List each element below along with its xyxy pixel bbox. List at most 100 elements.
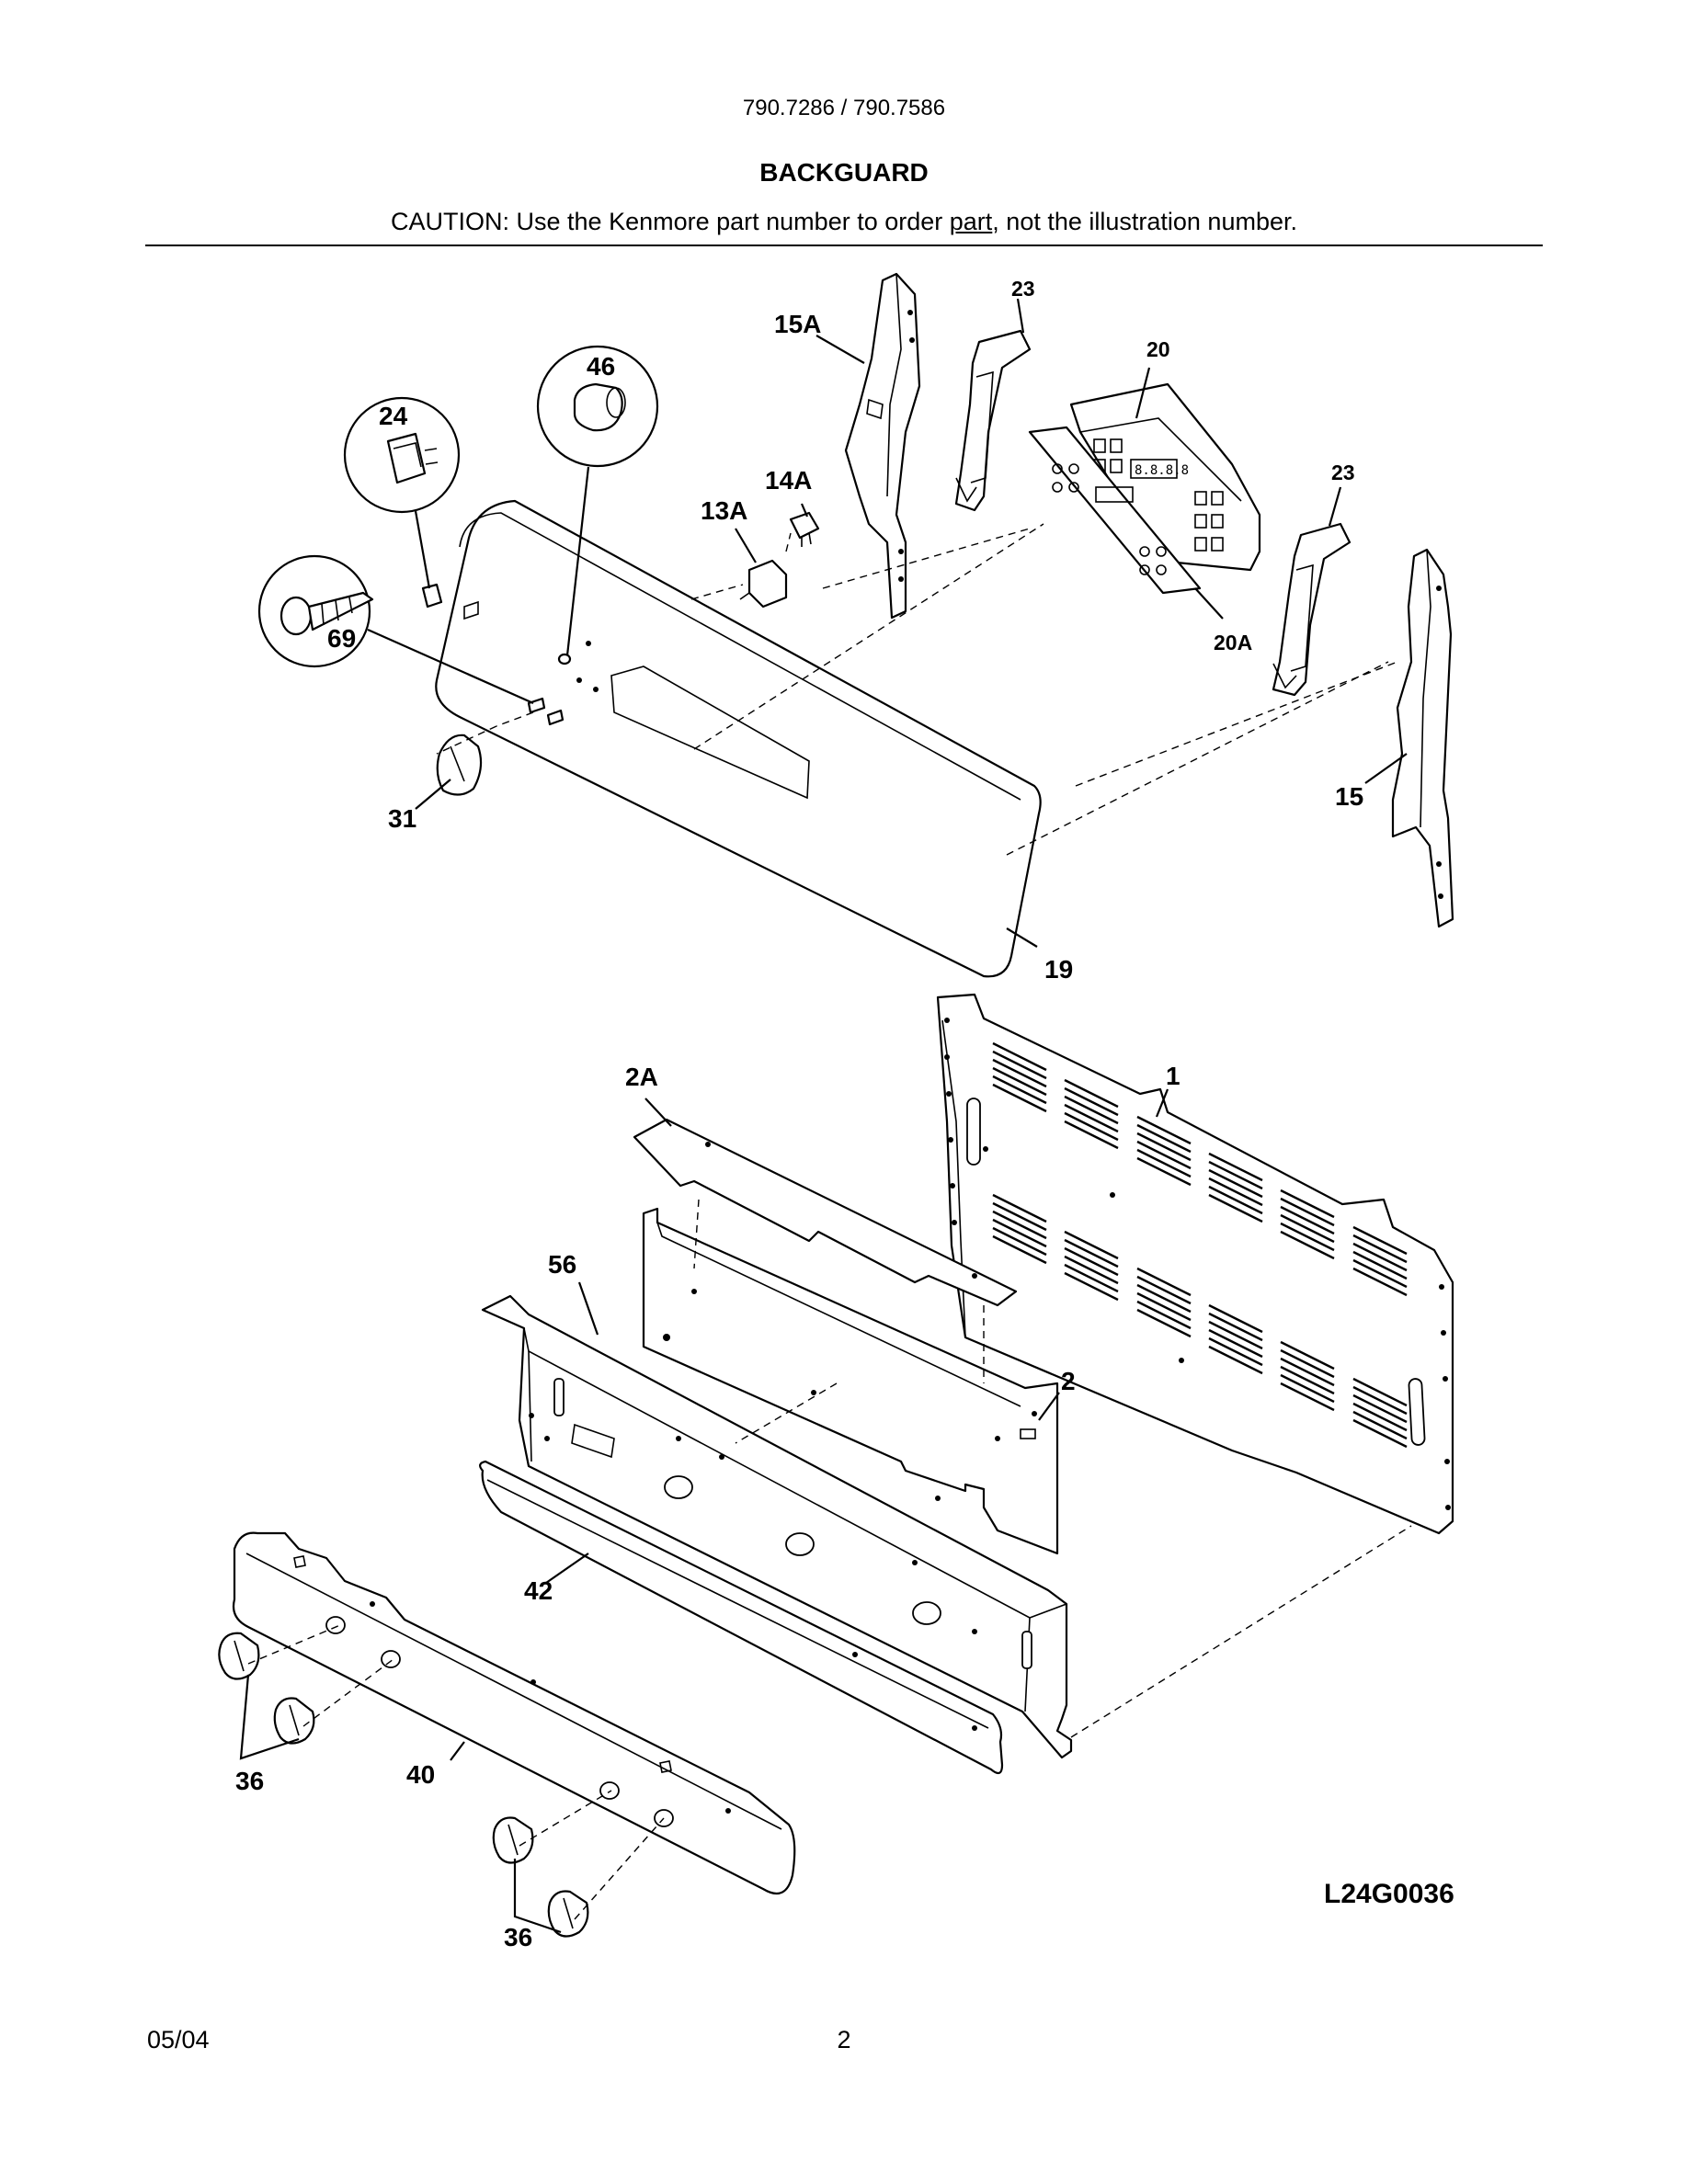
vent-slot [1280,1382,1335,1412]
vent-slot [1136,1156,1192,1187]
vent-slot [992,1041,1047,1072]
vent-slot [1208,1152,1263,1182]
vent-slot [1352,1410,1408,1440]
vent-slot [1208,1185,1263,1215]
vent-slot [1136,1123,1192,1154]
vent-slot [1064,1255,1119,1285]
vent-slot [1208,1168,1263,1199]
part-31-knob [436,734,483,796]
vent-slot [1064,1111,1119,1142]
part-36-knobs-left [218,1632,315,1745]
vent-slot [1064,1120,1119,1150]
vent-slot [1280,1222,1335,1252]
vent-slot [1352,1267,1408,1297]
callout-23-upper: 23 [1011,277,1035,301]
vent-slot [1136,1283,1192,1314]
part-2a-heat-shield [633,1118,1018,1307]
vent-slot [1136,1275,1192,1305]
callout-1: 1 [1166,1062,1180,1090]
callout-13a: 13A [701,496,747,525]
part-42-trim-strip [479,1460,1004,1775]
footer-page-number: 2 [837,2026,851,2053]
vent-slot [992,1210,1047,1240]
part-56-control-frame [481,1294,1073,1759]
vent-slot [1064,1078,1119,1109]
vent-slot [1064,1263,1119,1293]
callout-24: 24 [379,402,408,430]
vent-slot [992,1234,1047,1265]
callout-2: 2 [1061,1367,1076,1395]
vent-slot [1208,1320,1263,1350]
vent-slot [1064,1103,1119,1133]
vent-slot [1208,1312,1263,1342]
vent-slot [1064,1271,1119,1302]
vent-slot [1280,1373,1335,1404]
vent-slot [1280,1205,1335,1235]
callout-46: 46 [587,352,615,381]
vent-slot [1136,1132,1192,1162]
vent-slot [1208,1337,1263,1367]
vent-slot [1208,1160,1263,1190]
vent-slot [1136,1115,1192,1145]
vent-slot [1208,1328,1263,1359]
vent-slot [1136,1308,1192,1338]
callout-20a: 20A [1214,631,1252,654]
callout-15a: 15A [774,310,821,338]
callout-15: 15 [1335,782,1363,811]
part-23-bracket-upper [954,329,1032,512]
vent-slot [1352,1234,1408,1264]
part-24-callout-circle [343,396,461,514]
vent-slot [1352,1418,1408,1449]
part-15a-side-trim [844,272,921,620]
vent-slot [992,1201,1047,1232]
vent-slot [1136,1267,1192,1297]
callout-2a: 2A [625,1063,658,1091]
vent-slot [1136,1140,1192,1170]
vent-slot [1280,1340,1335,1371]
vent-slot [1208,1345,1263,1375]
caution-underlined-word: part [949,208,993,235]
vent-slot [1352,1225,1408,1256]
vent-slot [1352,1402,1408,1432]
vent-slot [1352,1385,1408,1416]
footer-date: 05/04 [147,2026,210,2053]
vent-slot [1352,1258,1408,1289]
caution-prefix: CAUTION: Use the Kenmore part number to … [391,208,950,235]
vent-slot [1352,1377,1408,1407]
callout-69: 69 [327,624,356,653]
part-40-manifold-panel [232,1531,796,1895]
vent-slot [1280,1365,1335,1395]
part-20a-overlay [1028,426,1202,595]
leader-lines [239,298,1408,1934]
vent-slot [1064,1086,1119,1117]
callout-40: 40 [406,1760,435,1789]
vent-slot [992,1066,1047,1097]
vent-slot [1280,1189,1335,1219]
vent-slot [1352,1250,1408,1280]
part-20-oven-control: 8.8.8.8 [1069,382,1261,572]
part-69-installed-b [546,709,565,726]
callout-labels: 15A 23 20 23 20A 46 24 14A 13A 69 31 15 … [235,277,1363,1951]
vent-slot [1280,1197,1335,1227]
vent-slot [1352,1393,1408,1424]
vent-slot [1280,1213,1335,1244]
part-23-bracket-lower [1272,522,1352,697]
caution-suffix: , not the illustration number. [992,208,1297,235]
part-15-side-trim [1391,548,1454,928]
part-46-callout-circle [536,345,659,468]
vent-slot [992,1058,1047,1088]
vent-slot [1064,1246,1119,1277]
callout-20: 20 [1146,337,1170,361]
vent-slot [1280,1230,1335,1260]
vent-slot [1208,1177,1263,1207]
diagram-code: L24G0036 [1324,1879,1454,1909]
callout-36-right: 36 [504,1923,532,1951]
vent-slot [992,1218,1047,1248]
vent-slot [992,1083,1047,1113]
caution-note: CAUTION: Use the Kenmore part number to … [0,208,1688,236]
callout-19: 19 [1044,955,1073,984]
vent-slot [992,1050,1047,1080]
callout-14a: 14A [765,466,812,495]
part-19-backguard-panel [435,499,1042,978]
vent-slot [1136,1291,1192,1322]
